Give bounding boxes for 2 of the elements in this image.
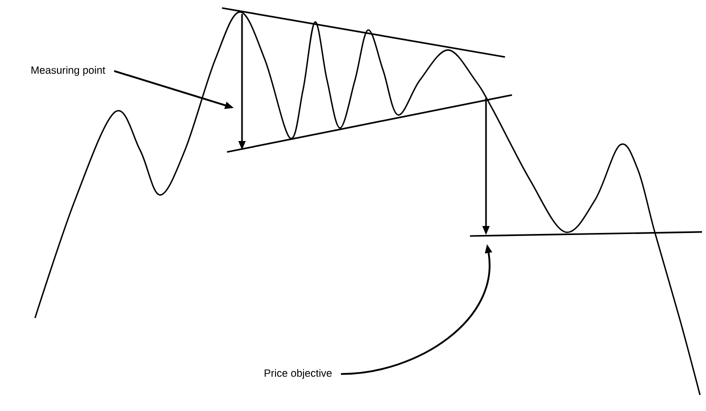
callout-text: Price objective <box>264 369 332 379</box>
callout-text: Measuring point <box>32 66 106 76</box>
